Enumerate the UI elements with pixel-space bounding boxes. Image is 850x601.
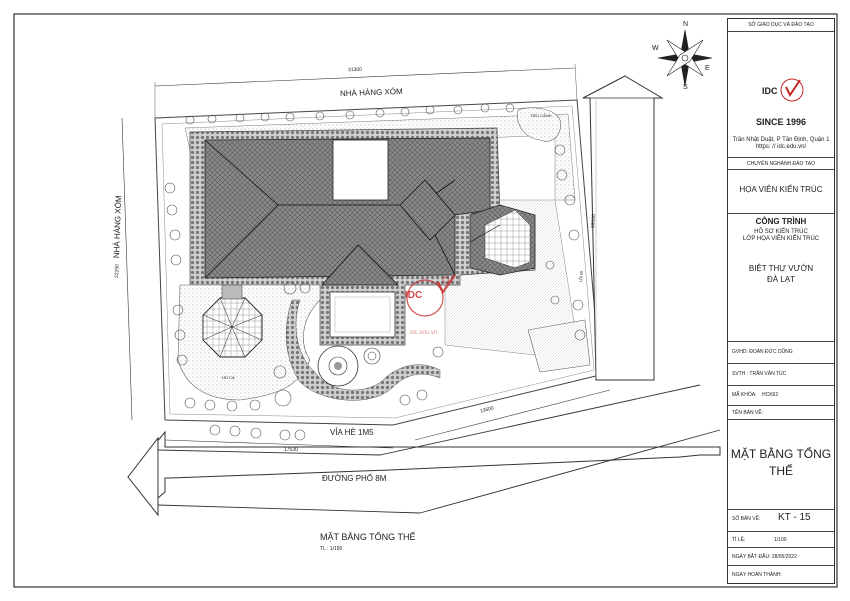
garden-path xyxy=(285,299,441,401)
tb-drawing-label: TÊN BẢN VẼ: xyxy=(728,405,834,419)
caption-title: MẶT BẰNG TỔNG THỂ xyxy=(320,532,416,542)
tb-project-name2: Đà Lạt xyxy=(766,275,795,284)
tb-drawing-name1: MẶT BẰNG TỔNG xyxy=(730,447,832,461)
compass-w: W xyxy=(652,45,659,52)
tb-course: HCK62 xyxy=(762,392,779,398)
tb-project-label: CÔNG TRÌNH xyxy=(728,213,834,227)
garden-label: TIỂU CẢNH xyxy=(530,113,552,118)
tb-scale: 1/100 xyxy=(774,537,787,543)
dim-line-left xyxy=(121,117,133,421)
neighbor-building-right xyxy=(582,75,664,381)
tb-logo-text: IDC xyxy=(762,86,778,96)
pond-label: HỒ CÁ xyxy=(222,375,235,380)
side-path-label: LỐI ĐI xyxy=(578,270,584,283)
tb-address: Trần Nhật Duật, P Tân Định, Quận 1 xyxy=(732,137,830,143)
dim-line-bottom-right xyxy=(414,389,611,441)
dim-top-label: 31300 xyxy=(347,66,363,74)
fountain xyxy=(363,347,381,365)
sheet-border xyxy=(13,13,838,588)
sidewalk-label: VỈA HÈ 1M5 xyxy=(330,428,374,437)
tb-logo-cell: IDC SINCE 1996 xyxy=(728,31,834,151)
trees xyxy=(164,103,586,441)
title-block: SỞ GIÁO DỤC VÀ ĐÀO TẠO IDC SINCE 1996 Tr… xyxy=(727,18,835,584)
tb-sheet-label: SỐ BẢN VẼ: xyxy=(732,516,761,522)
tb-since: SINCE 1996 xyxy=(755,117,807,127)
gazebo xyxy=(202,297,263,358)
inner-courtyard xyxy=(329,291,396,338)
plan-watermark-logo: IDC xyxy=(405,290,423,301)
tb-project-sub2: LỚP HỌA VIÊN KIẾN TRÚC xyxy=(742,236,820,242)
roof-skylight xyxy=(332,139,389,201)
plan-watermark-url: idc.edu.vn xyxy=(410,330,438,336)
dim-line-top xyxy=(154,67,576,87)
tb-dept-label: CHUYÊN NGHÀNH ĐÀO TẠO xyxy=(728,157,834,169)
compass-n: N xyxy=(683,21,689,28)
road-label: ĐƯỜNG PHỐ 8M xyxy=(322,474,387,483)
road-arrow xyxy=(127,430,721,499)
tb-scale-label: TỈ LỆ: xyxy=(732,537,746,543)
tb-website[interactable]: https: // idc.edu.vn/ xyxy=(755,144,807,150)
tb-course-label: MÃ KHÓA: xyxy=(732,392,757,398)
compass-s: S xyxy=(683,84,688,91)
idc-logo-icon xyxy=(780,78,804,102)
caption-scale: TL : 1/150 xyxy=(320,546,343,552)
tb-sheet: KT - 15 xyxy=(778,512,811,523)
tb-finish-date: NGÀY HOÀN THÀNH: xyxy=(728,565,834,583)
tb-project-name1: Biệt Thự Vườn xyxy=(748,264,814,273)
tb-svth: SVTH : TRẦN VĂN TÚC xyxy=(728,363,834,385)
compass-e: E xyxy=(705,65,710,72)
tb-dept: HỌA VIÊN KIẾN TRÚC xyxy=(728,169,834,213)
tb-org: SỞ GIÁO DỤC VÀ ĐÀO TẠO xyxy=(748,22,814,28)
dim-right-label: 18000 xyxy=(590,214,598,229)
watermark-ring xyxy=(406,279,444,317)
tb-drawing-name2: THỂ xyxy=(769,464,793,478)
roof-gable-front xyxy=(321,244,399,286)
compass-rose xyxy=(657,29,713,87)
small-garden xyxy=(517,107,561,142)
tb-start-date: NGÀY BẮT ĐẦU: 28/05/2022 xyxy=(728,547,834,565)
dim-bottom-left-label: 17530 xyxy=(284,447,298,453)
tb-project-sub1: HỒ SƠ KIẾN TRÚC xyxy=(754,229,808,235)
dim-left-label: 22250 xyxy=(114,264,121,279)
tb-gvhd: GVHD: ĐOÀN ĐỨC DŨNG xyxy=(728,341,834,363)
